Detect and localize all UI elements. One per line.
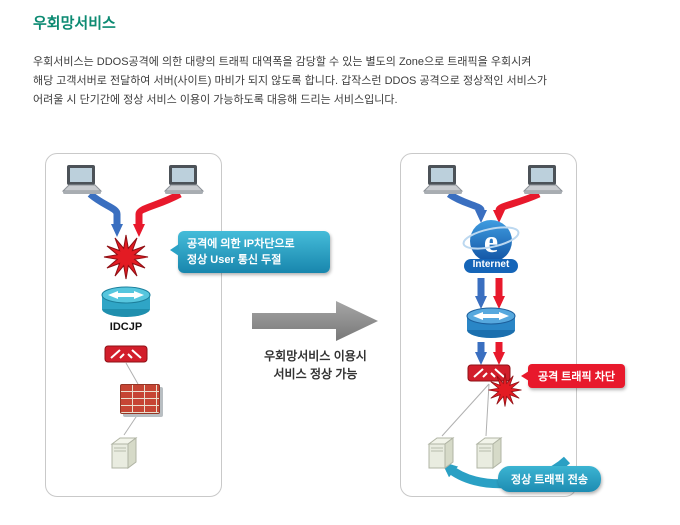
blocked-user-callout-line-1: 공격에 의한 IP차단으로	[187, 238, 295, 250]
internet-logo-letter: e	[484, 223, 498, 259]
server-icon	[108, 435, 138, 471]
laptop-icon	[162, 164, 206, 196]
transition-caption-line-1: 우회망서비스 이용시	[264, 349, 367, 363]
router-icon	[465, 306, 517, 340]
page-title: 우회망서비스	[33, 15, 116, 32]
router-label: IDCJP	[109, 321, 143, 333]
laptop-icon	[421, 164, 465, 196]
normal-traffic-callout: 정상 트래픽 전송	[498, 466, 601, 492]
attack-burst-icon	[102, 233, 150, 281]
server-icon	[473, 435, 503, 471]
attack-blocked-callout: 공격 트래픽 차단	[521, 364, 625, 388]
switch-icon	[467, 364, 511, 382]
before-panel: IDCJP	[45, 153, 222, 497]
laptop-icon	[521, 164, 565, 196]
transition-caption: 우회망서비스 이용시 서비스 정상 가능	[238, 347, 393, 383]
transition-caption-line-2: 서비스 정상 가능	[273, 367, 358, 381]
before-traffic-arrows	[87, 190, 182, 436]
router-icon	[100, 285, 152, 319]
laptop-icon	[60, 164, 104, 196]
server-icon	[425, 435, 455, 471]
blocked-user-callout: 공격에 의한 IP차단으로 정상 User 통신 두절	[170, 231, 330, 273]
firewall-icon	[120, 384, 160, 414]
description-line-1: 우회서비스는 DDOS공격에 의한 대량의 트래픽 대역폭을 감당할 수 있는 …	[33, 56, 532, 68]
description-line-2: 해당 고객서버로 전달하여 서버(사이트) 마비가 되지 않도록 합니다. 갑작…	[33, 75, 547, 87]
switch-icon	[104, 345, 148, 363]
after-panel: e Internet	[400, 153, 577, 497]
description: 우회서비스는 DDOS공격에 의한 대량의 트래픽 대역폭을 감당할 수 있는 …	[33, 53, 547, 110]
internet-label: Internet	[472, 259, 510, 270]
internet-logo: e	[461, 216, 521, 274]
transition-arrow	[252, 301, 378, 341]
blocked-user-callout-line-2: 정상 User 통신 두절	[187, 254, 282, 266]
description-line-3: 어려울 시 단기간에 정상 서비스 이용이 가능하도록 대응해 드리는 서비스입…	[33, 94, 398, 106]
attack-burst-icon	[487, 372, 523, 408]
